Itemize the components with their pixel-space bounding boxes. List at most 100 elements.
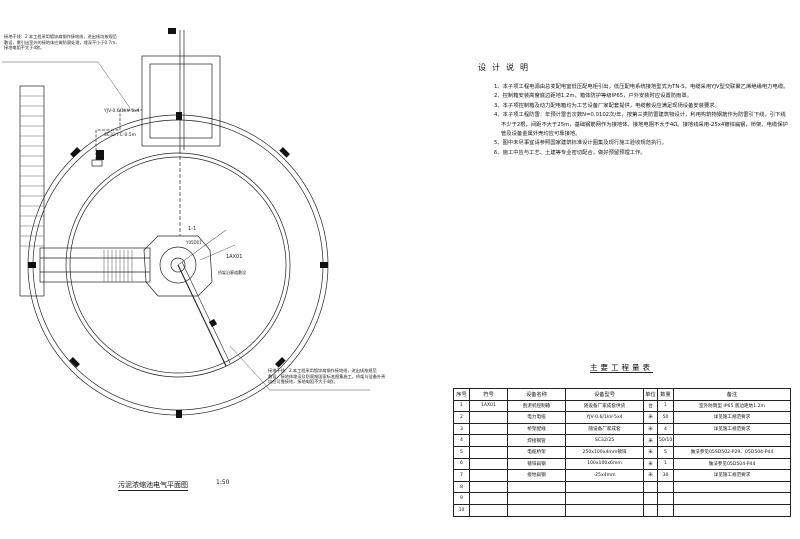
table-cell xyxy=(469,434,508,447)
col-header: 数量 xyxy=(657,388,674,401)
table-cell: 室外防雨型 IP65 底边距地1.2m xyxy=(673,399,791,413)
table-cell: 桥架配线 xyxy=(507,422,566,436)
table-cell: 8 xyxy=(453,480,470,494)
design-note-item: 5、图中未尽事宜请参照国家建筑标准设计图集及现行施工验收规范执行。 xyxy=(494,140,667,147)
tank-electrical-plan: YJV-0.6/1kV-5x4 SC32 FC-0.5m 1AX01 桥架沿廊道… xyxy=(2,28,370,418)
table-cell: 100x100x6mm xyxy=(565,457,644,471)
table-cell: 米 xyxy=(643,434,658,447)
table-cell xyxy=(469,503,508,517)
design-notes-title: 设计说明 xyxy=(478,63,534,72)
note-bottom-line: 接地干线：2.本工程采用镀锌扁钢作接地线，进出线按规范 xyxy=(268,368,377,373)
table-cell: 详见施工规范要求 xyxy=(673,411,791,424)
table-cell: 4 xyxy=(657,422,674,436)
table-cell xyxy=(673,480,791,494)
design-note-item: 3、本子项控制箱及动力配电箱均为工艺设备厂家配套提供，电缆敷设应满足现场设备安装… xyxy=(494,102,720,109)
section-label: 1-1 xyxy=(188,226,196,232)
tank-wall-inner xyxy=(69,156,287,374)
table-cell: 米 xyxy=(643,457,658,471)
table-cell xyxy=(565,492,644,505)
table-cell: YJV-0.6/1kV-5x4 xyxy=(565,411,644,424)
table-cell xyxy=(673,492,791,505)
table-cell: 50/10 xyxy=(657,434,674,447)
table-cell: 1AX01 xyxy=(469,399,508,413)
drawing-caption: 污泥浓缩池电气平面图 1:50 xyxy=(118,479,229,491)
control-box-symbol xyxy=(91,159,103,167)
table-cell: 9 xyxy=(453,492,470,505)
table-title-text: 主要工程量表 xyxy=(590,363,653,373)
table-cell xyxy=(507,492,566,505)
table-cell: 7 xyxy=(453,469,470,482)
table-cell xyxy=(673,503,791,517)
note-bottom: 接地干线：2.本工程采用镀锌扁钢作接地线，进出线按规范 敷设，接地体埋深及防腐按… xyxy=(268,368,385,385)
table-cell: 随设备厂家成套 xyxy=(565,422,644,436)
support-pad xyxy=(70,147,81,158)
col-header: 设备型号 xyxy=(565,388,644,401)
col-header: 序号 xyxy=(453,388,470,401)
design-note-item: 2、控制箱安装高度底边距地1.2m，箱体防护等级IP65，户外安装时应设置防雨罩… xyxy=(494,93,692,100)
table-cell xyxy=(657,503,674,517)
table-cell: 5 xyxy=(657,445,674,459)
pump-house xyxy=(141,55,221,147)
col-header: 设备名称 xyxy=(507,388,566,401)
table-cell: 50 xyxy=(657,411,674,424)
stair xyxy=(19,85,45,297)
table-cell: SC32/25 xyxy=(565,434,644,447)
table-cell: 30 xyxy=(657,469,674,482)
table-cell xyxy=(673,434,791,447)
design-notes: 设计说明 1、本子项工程电源由总变配电室低压配电柜引出，低压配电系统接地型式为T… xyxy=(470,62,790,158)
table-cell xyxy=(469,445,508,459)
note-bottom-line: 敷设，接地体埋深及防腐按国家标准图集施工，桥架与设备外壳 xyxy=(268,373,386,379)
table-cell xyxy=(643,480,658,494)
walkway-bridge xyxy=(39,247,151,283)
conduit-label: SC32 FC-0.5m xyxy=(104,132,136,138)
table-cell: 台 xyxy=(643,399,658,413)
table-cell: 镀锌扁钢 xyxy=(507,457,566,471)
table-cell: 做法参见05SD502-P29、05D504-P44 xyxy=(673,445,791,459)
table-cell xyxy=(507,503,566,517)
table-cell xyxy=(469,480,508,494)
table-cell: 米 xyxy=(643,445,658,459)
note-top-line: 接地干线：2.本工程采用镀锌扁钢作接地线，进出线均按规范 xyxy=(4,34,117,39)
table-cell: 做法参见05D504-P44 xyxy=(673,457,791,471)
design-note-item: 1、本子项工程电源由总变配电室低压配电柜引出，低压配电系统接地型式为TN-S，电… xyxy=(494,84,789,90)
col-header: 备注 xyxy=(673,388,791,401)
table-cell xyxy=(657,492,674,505)
table-cell: 焊接钢管 xyxy=(507,434,566,447)
table-cell xyxy=(507,480,566,494)
table-cell: 1 xyxy=(657,457,674,471)
table-row: 8 xyxy=(453,480,791,494)
table-cell xyxy=(469,492,508,505)
table-cell xyxy=(643,503,658,517)
table-cell: 250x100x4mm镀锌 xyxy=(565,445,644,459)
table-cell: 4 xyxy=(453,434,470,447)
note-bottom-line: 均应可靠接地，接地电阻不大于4欧。 xyxy=(268,379,338,384)
note-top-line: 接地电阻不大于4欧。 xyxy=(4,45,45,50)
bridge-label: 桥架沿廊道敷设 xyxy=(218,269,246,275)
table-cell xyxy=(469,422,508,436)
table-cell xyxy=(657,480,674,494)
tank-wall xyxy=(65,152,291,378)
table-cell: 3 xyxy=(453,422,470,436)
box-label: 1AX01 xyxy=(226,254,242,260)
table-cell: 接地扁钢 xyxy=(507,469,566,482)
table-cell xyxy=(469,469,508,482)
table-cell: 随设备厂家成套供货 xyxy=(565,399,644,413)
center-well xyxy=(159,246,197,284)
table-cell: 米 xyxy=(643,422,658,436)
table-cell: 米 xyxy=(643,411,658,424)
table-cell: 6 xyxy=(453,457,470,471)
table-title: 主要工程量表 xyxy=(590,362,653,373)
table-cell xyxy=(469,411,508,424)
cable-label: YJV-0.6/1kV-5x4 xyxy=(103,108,140,114)
table-cell: -25x4mm xyxy=(565,469,644,482)
drawing-scale: 1:50 xyxy=(216,479,230,486)
table-cell: 电缆桥架 xyxy=(507,445,566,459)
center-core xyxy=(170,257,186,273)
cable-run xyxy=(95,109,142,160)
col-header: 符号 xyxy=(469,388,508,401)
design-note-item: 4、本子项工程防雷：年预计雷击次数N=0.0102次/年，按第三类防雷建筑物设计… xyxy=(494,112,788,138)
table-cell xyxy=(643,492,658,505)
